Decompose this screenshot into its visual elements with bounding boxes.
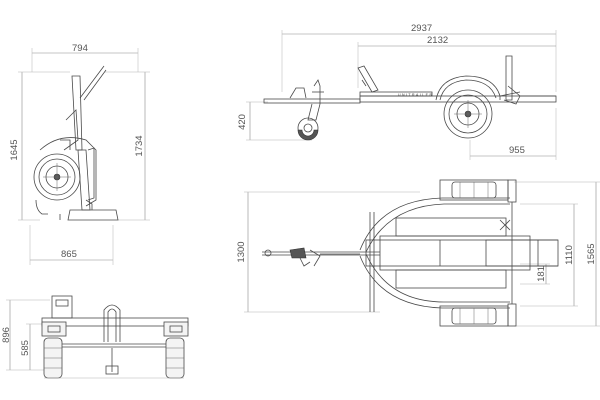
jockey-wheel-icon <box>297 117 319 141</box>
bottom-wheel-icon <box>439 305 509 327</box>
dim-865: 865 <box>61 249 77 260</box>
dim-2132: 2132 <box>427 35 448 46</box>
dim-420: 420 <box>237 114 248 130</box>
folded-side-view: 794 1734 1645 865 <box>9 43 150 265</box>
dim-955: 955 <box>509 145 525 156</box>
rear-view: 896 585 <box>1 295 189 379</box>
wheel-icon <box>33 153 81 201</box>
dim-1645: 1645 <box>9 139 20 160</box>
right-wheel-icon <box>165 337 185 379</box>
brand-plate: UNITRAILER <box>398 93 432 97</box>
dim-794: 794 <box>72 43 88 54</box>
dim-1300: 1300 <box>236 241 247 262</box>
dim-1110: 1110 <box>564 245 575 265</box>
side-elevation-view: 2937 2132 420 955 UNITRAILER <box>237 23 557 160</box>
dim-181: 181 <box>536 266 547 282</box>
dim-2937: 2937 <box>411 23 432 34</box>
dim-1565: 1565 <box>586 243 597 264</box>
left-wheel-icon <box>43 337 63 379</box>
plan-view: 1300 1565 1110 181 <box>236 179 600 327</box>
top-wheel-icon <box>439 179 509 201</box>
main-wheel-icon <box>443 89 493 139</box>
dim-896: 896 <box>1 327 12 343</box>
dim-1734: 1734 <box>134 135 145 156</box>
dim-585: 585 <box>20 340 31 356</box>
